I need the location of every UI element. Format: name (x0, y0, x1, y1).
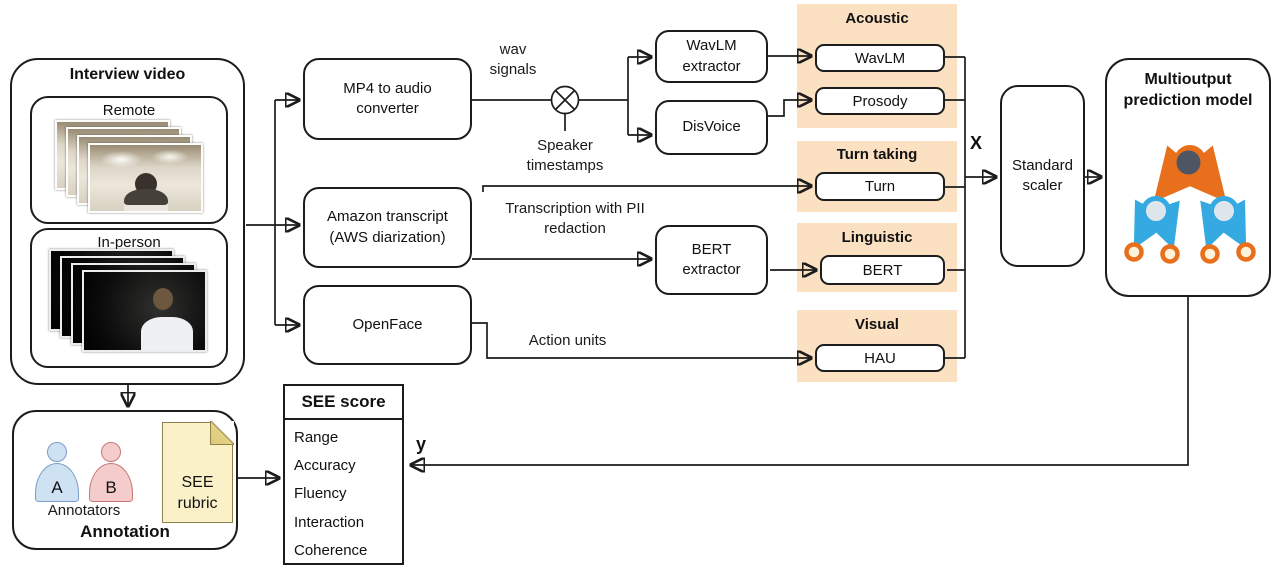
annotator-b-label: B (89, 463, 133, 502)
see-score-item-range: Range (294, 428, 339, 446)
annotator-b-head (101, 442, 121, 462)
multioutput-model-box: Multioutput prediction model (1105, 58, 1271, 297)
feature-turn: Turn (815, 172, 945, 201)
amazon-transcript-box: Amazon transcript (AWS diarization) (303, 187, 472, 268)
feature-hau: HAU (815, 344, 945, 372)
see-score-item-coherence: Coherence (294, 542, 368, 560)
inperson-label: In-person (97, 234, 161, 251)
wav-signals-label: wav signals (489, 41, 537, 79)
see-score-item-interaction: Interaction (294, 513, 365, 531)
y-target-label: y (415, 434, 426, 454)
annotator-b-icon: B (89, 442, 133, 502)
page-fold-icon (209, 421, 234, 446)
transcription-pii-label: Transcription with PII redaction (505, 200, 645, 238)
turn-taking-group-title: Turn taking (836, 146, 918, 163)
remote-video-frame (88, 143, 203, 213)
wavlm-extractor-box: WavLM extractor (655, 30, 768, 83)
decision-tree-icon (1124, 145, 1256, 264)
annotators-label: Annotators (47, 502, 121, 519)
standard-scaler-box: Standard scaler (1000, 85, 1085, 267)
remote-label: Remote (102, 102, 156, 119)
see-score-list: Range Accuracy Fluency Interaction Coher… (285, 423, 402, 565)
x-feature-label: X (969, 133, 982, 153)
see-rubric-document-icon: SEE rubric (162, 421, 234, 523)
feature-bert: BERT (820, 255, 945, 285)
multioutput-model-title: Multioutput prediction model (1123, 71, 1253, 109)
see-score-title: SEE score (285, 386, 402, 420)
interview-video-title: Interview video (69, 66, 186, 83)
linguistic-group-title: Linguistic (841, 229, 913, 246)
see-score-item-accuracy: Accuracy (294, 457, 356, 475)
see-rubric-label: SEE rubric (177, 474, 218, 513)
action-units-label: Action units (528, 332, 607, 349)
openface-box: OpenFace (303, 285, 472, 365)
see-score-item-fluency: Fluency (294, 485, 347, 503)
mp4-converter-box: MP4 to audio converter (303, 58, 472, 140)
speaker-timestamps-label: Speaker timestamps (526, 137, 604, 175)
annotator-a-icon: A (35, 442, 79, 502)
disvoice-box: DisVoice (655, 100, 768, 155)
inperson-video-frame (82, 270, 207, 352)
see-score-box: SEE score Range Accuracy Fluency Interac… (283, 384, 404, 565)
acoustic-group-title: Acoustic (845, 10, 909, 27)
bert-extractor-box: BERT extractor (655, 225, 768, 295)
annotator-a-label: A (35, 463, 79, 502)
feature-wavlm: WavLM (815, 44, 945, 72)
annotator-a-head (47, 442, 67, 462)
visual-group-title: Visual (855, 316, 899, 333)
annotation-title: Annotation (80, 522, 170, 541)
feature-prosody: Prosody (815, 87, 945, 115)
